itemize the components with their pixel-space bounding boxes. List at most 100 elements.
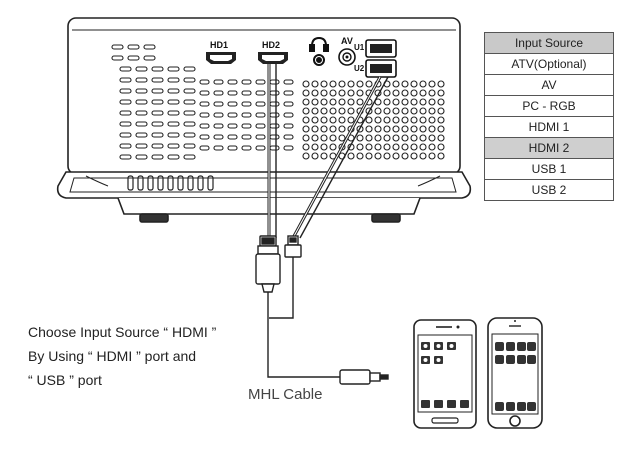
vent-hole	[401, 80, 409, 88]
vent-hole	[410, 107, 418, 115]
vent-hole	[419, 125, 427, 133]
vent-slot	[167, 99, 180, 105]
vent-hole	[392, 152, 400, 160]
vent-slot	[167, 110, 180, 116]
vent-hole	[302, 134, 310, 142]
vent-slot	[227, 123, 238, 129]
vent-hole	[347, 107, 355, 115]
vent-slot	[283, 90, 294, 96]
vent-slot	[283, 101, 294, 107]
vent-hole	[383, 125, 391, 133]
vent-slot	[135, 77, 148, 83]
vent-hole	[338, 80, 346, 88]
vent-slot	[135, 121, 148, 127]
vent-hole	[401, 98, 409, 106]
vent-slot	[213, 112, 224, 118]
vent-hole	[437, 107, 445, 115]
vent-hole	[392, 89, 400, 97]
vent-slot	[241, 79, 252, 85]
vent-hole	[338, 125, 346, 133]
vent-slot	[183, 110, 196, 116]
caption-line: “ USB ” port	[28, 372, 102, 388]
input-source-option: PC - RGB	[484, 95, 614, 117]
vent-hole	[374, 143, 382, 151]
input-source-option: HDMI 2	[484, 137, 614, 159]
vent-hole	[383, 134, 391, 142]
vent-hole	[428, 80, 436, 88]
vent-slot	[167, 132, 180, 138]
vent-hole	[410, 125, 418, 133]
vent-hole	[383, 143, 391, 151]
vent-hole	[374, 134, 382, 142]
port-u1: U1	[354, 39, 397, 58]
vent-hole	[320, 89, 328, 97]
vent-hole	[338, 116, 346, 124]
vent-slot	[241, 123, 252, 129]
vent-slot	[213, 145, 224, 151]
vent-slot	[283, 145, 294, 151]
vent-hole	[374, 152, 382, 160]
vent-hole	[347, 116, 355, 124]
vent-hole	[320, 152, 328, 160]
vent-hole	[419, 89, 427, 97]
vent-slot	[283, 134, 294, 140]
vent-slot	[167, 88, 180, 94]
vent-slot	[151, 121, 164, 127]
vent-slot	[183, 154, 196, 160]
vent-slot	[199, 123, 210, 129]
input-source-header-row: Input Source	[484, 32, 614, 54]
vent-slot	[167, 154, 180, 160]
vent-slot	[227, 112, 238, 118]
vent-slot	[167, 66, 180, 72]
vent-hole	[437, 80, 445, 88]
vent-hole	[410, 134, 418, 142]
vent-hole	[419, 152, 427, 160]
vent-slot	[119, 121, 132, 127]
vent-hole	[329, 98, 337, 106]
vent-hole	[437, 89, 445, 97]
vent-slot	[135, 154, 148, 160]
vent-slot	[255, 90, 266, 96]
vent-hole	[392, 80, 400, 88]
input-source-option: USB 1	[484, 158, 614, 180]
vent-hole	[302, 116, 310, 124]
caption-line: By Using “ HDMI ” port and	[28, 348, 197, 364]
vent-slot	[241, 101, 252, 107]
vent-hole	[320, 134, 328, 142]
vent-slot	[119, 77, 132, 83]
vent-hole	[311, 89, 319, 97]
vent-hole	[356, 152, 364, 160]
headphone-icon	[309, 36, 329, 66]
vent-slot	[213, 101, 224, 107]
left-vent-grid	[111, 44, 294, 160]
vent-hole	[338, 98, 346, 106]
vent-hole	[410, 152, 418, 160]
vent-hole	[356, 89, 364, 97]
input-source-row: HDMI 1	[484, 116, 614, 138]
vent-hole	[419, 143, 427, 151]
vent-slot	[111, 55, 124, 61]
vent-slot	[183, 132, 196, 138]
svg-text:U1: U1	[354, 43, 365, 52]
vent-slot	[119, 66, 132, 72]
vent-slot	[283, 112, 294, 118]
vent-hole	[338, 107, 346, 115]
vent-hole	[410, 98, 418, 106]
input-source-row: AV	[484, 74, 614, 96]
vent-hole	[365, 80, 373, 88]
vent-hole	[383, 116, 391, 124]
vent-hole	[428, 107, 436, 115]
vent-hole	[383, 89, 391, 97]
vent-hole	[338, 134, 346, 142]
vent-hole	[347, 152, 355, 160]
vent-slot	[213, 79, 224, 85]
svg-text:AV: AV	[341, 36, 353, 46]
vent-hole	[329, 80, 337, 88]
vent-slot	[167, 77, 180, 83]
input-source-option: ATV(Optional)	[484, 53, 614, 75]
vent-slot	[183, 88, 196, 94]
vent-slot	[119, 143, 132, 149]
right-vent-grid	[302, 80, 445, 160]
vent-hole	[410, 89, 418, 97]
mhl-cable-label: MHL Cable	[248, 386, 323, 403]
